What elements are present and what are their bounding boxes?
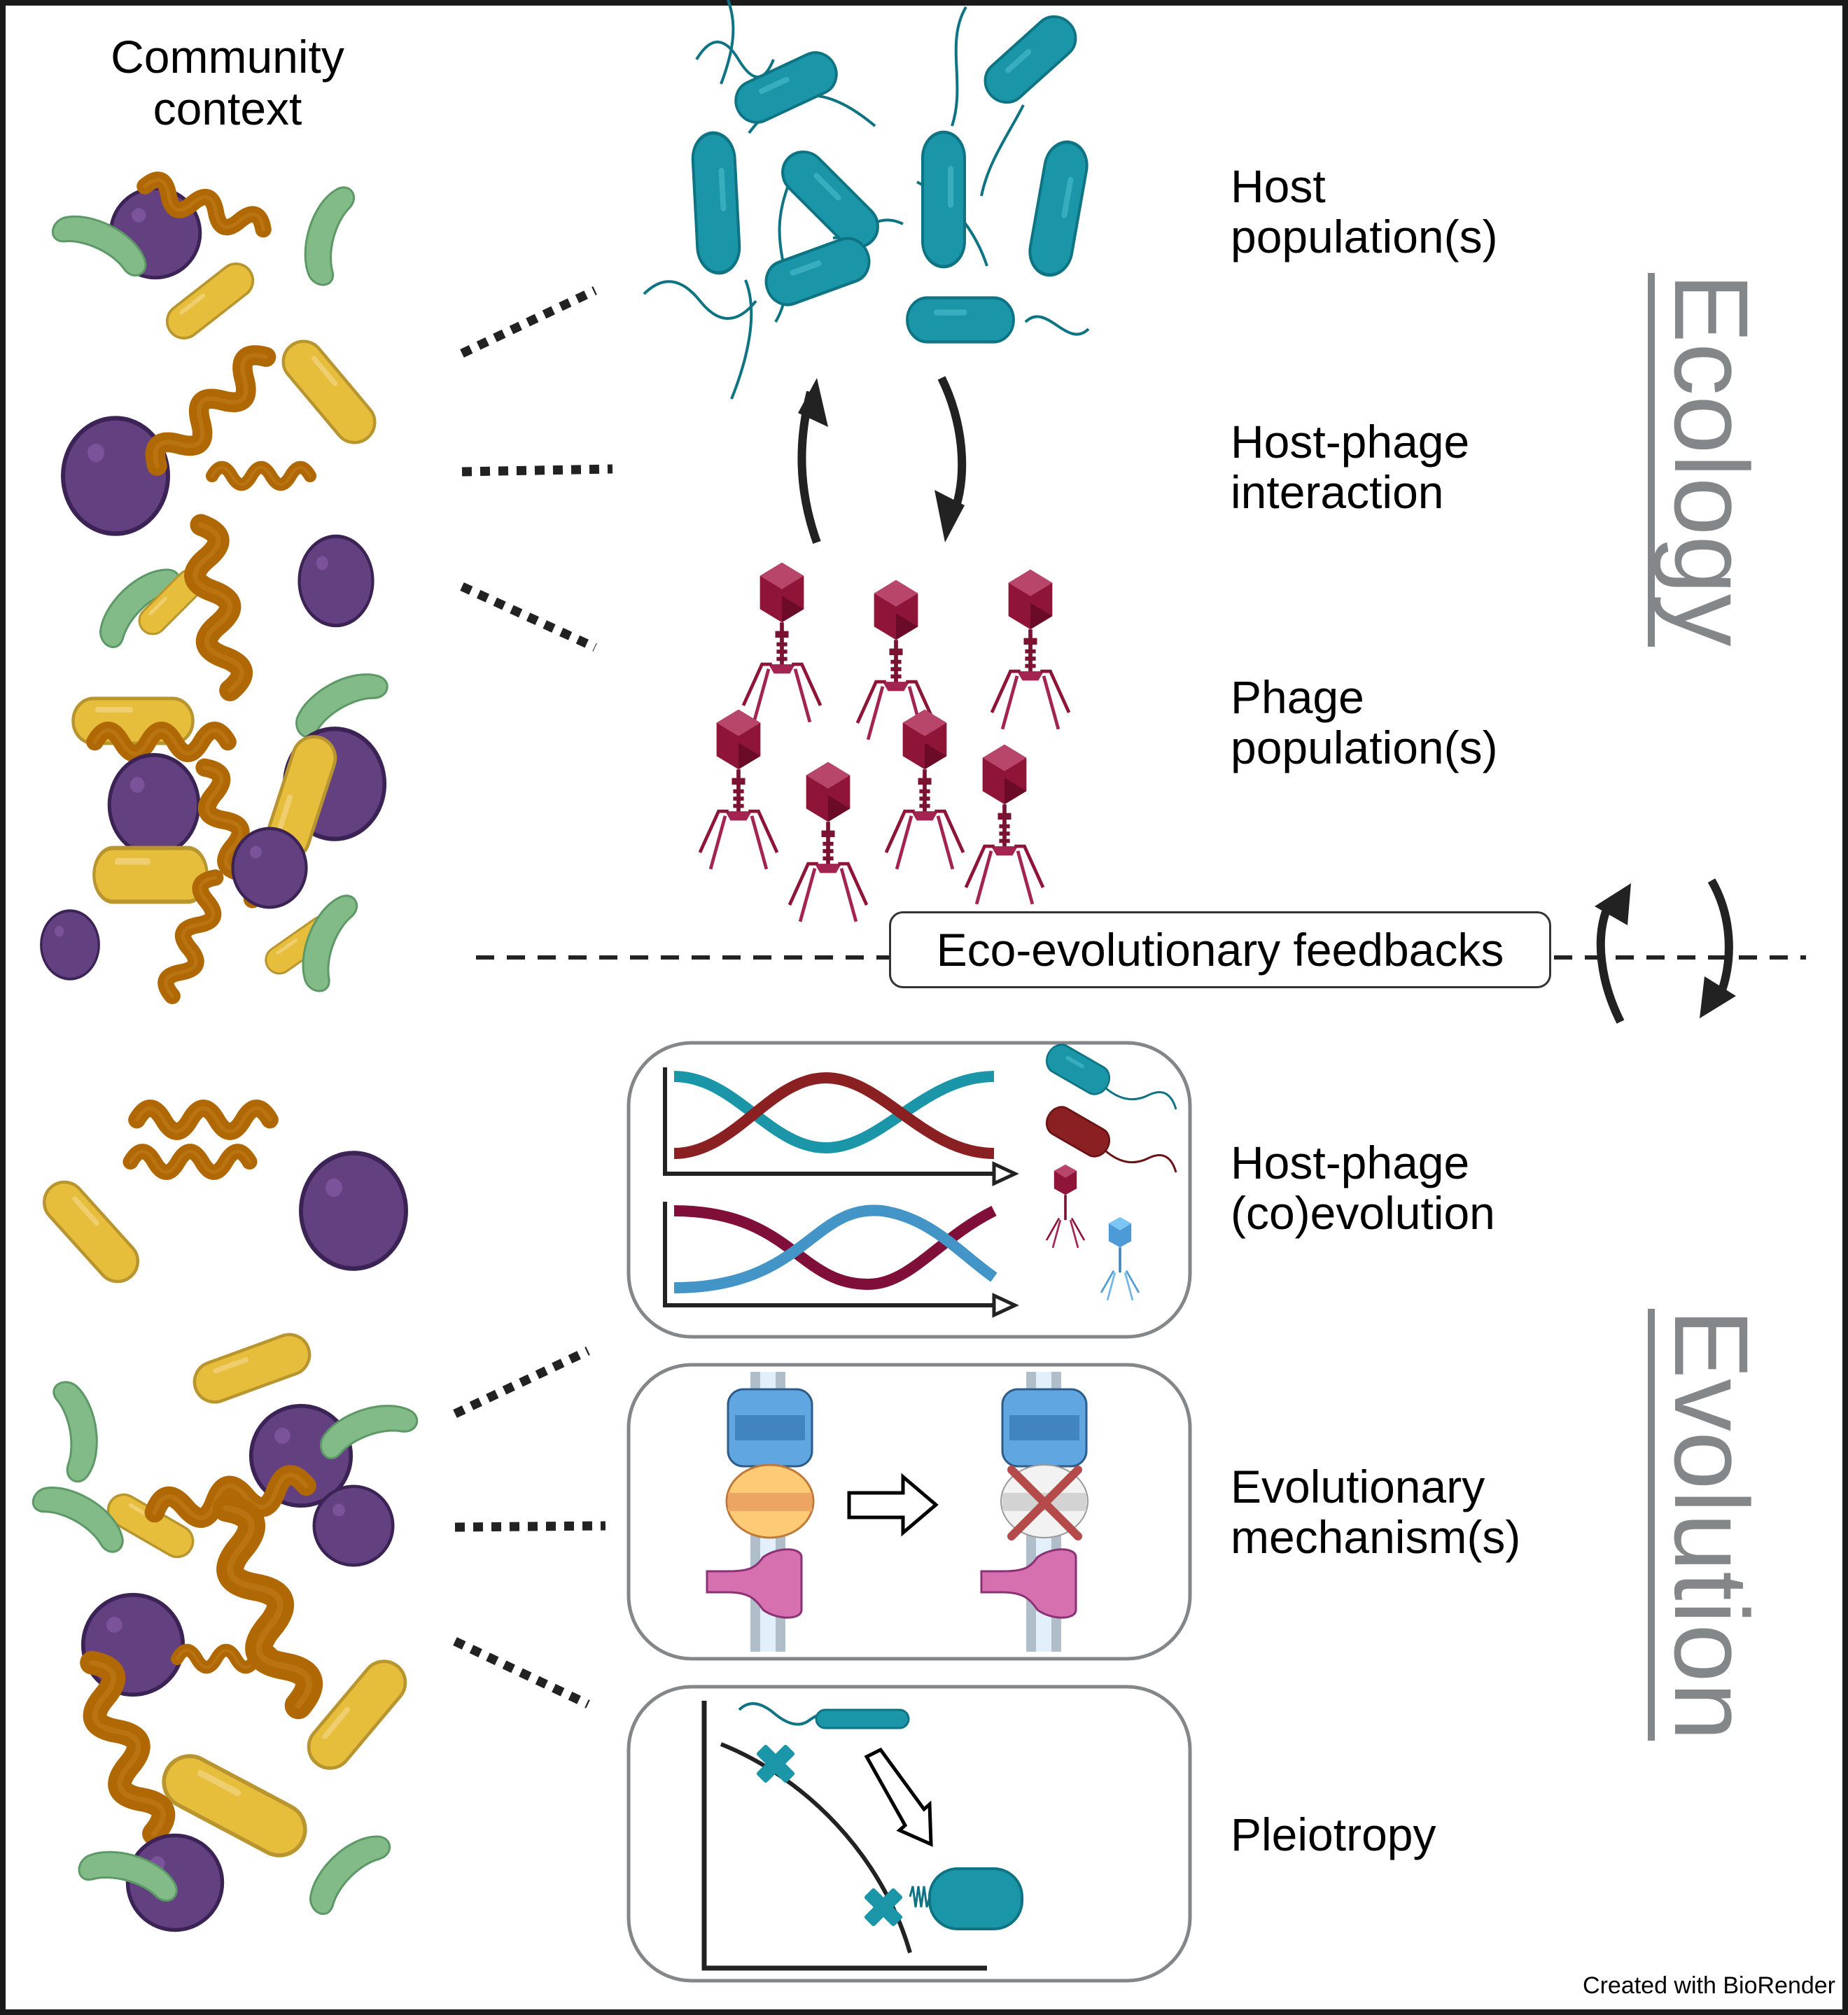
- feedback-arrows-icon: [1595, 878, 1736, 1024]
- eco-evo-feedback-box: Eco-evolutionary feedbacks: [889, 911, 1551, 988]
- host-bacterium-icon: [975, 6, 1086, 113]
- phage-icon: [992, 570, 1069, 729]
- biorender-credit: Created with BioRender: [1583, 1972, 1835, 1999]
- connector-interaction: [461, 464, 613, 477]
- rod-bacterium-icon: [189, 1329, 315, 1408]
- spirochete-icon: [209, 1502, 316, 1712]
- connector-lines: [453, 286, 613, 1708]
- connector-host: [460, 286, 597, 358]
- coccus-bacterium-icon: [109, 755, 199, 855]
- host-population-label: Host population(s): [1231, 160, 1498, 262]
- tradeoff-arrow-icon: [864, 1747, 933, 1847]
- evolution-section-label: Evolution: [1648, 1309, 1770, 1741]
- receptor-blue-icon: [727, 1388, 813, 1468]
- transition-arrow-icon: [847, 1473, 939, 1537]
- vibrio-bacterium-icon: [50, 1377, 106, 1484]
- receptor-orange-icon: [725, 1463, 815, 1539]
- host-population-illustration: [643, 0, 1091, 400]
- connector-phage: [460, 582, 597, 652]
- receptor-blue-icon: [1001, 1388, 1088, 1468]
- host-bacterium-icon: [692, 132, 741, 274]
- host-phage-interaction-label: Host-phage interaction: [1231, 416, 1470, 518]
- vibrio-bacterium-icon: [295, 180, 358, 288]
- host-bacterium-icon: [774, 143, 886, 255]
- ecology-section-label: Ecology: [1648, 273, 1770, 647]
- coccus-bacterium-icon: [83, 1595, 183, 1695]
- spirochete-icon: [137, 1108, 270, 1131]
- community-context-title: Community context: [111, 31, 344, 134]
- host-bacterium-icon: [923, 132, 965, 267]
- pleiotropy-panel: [626, 1685, 1192, 1983]
- receptor-pink-icon: [980, 1548, 1077, 1619]
- receptor-pink-icon: [706, 1548, 803, 1619]
- coccus-bacterium-icon: [63, 419, 168, 534]
- phage-population-illustration: [700, 563, 1069, 922]
- rod-bacterium-icon: [36, 1174, 146, 1290]
- host-bacterium-icon: [727, 44, 845, 131]
- pleiotropy-label: Pleiotropy: [1231, 1809, 1436, 1860]
- eco-evo-feedback-label: Eco-evolutionary feedbacks: [936, 924, 1504, 976]
- coccus-bacterium-icon: [314, 1487, 393, 1566]
- host-bacterium-icon: [907, 298, 1014, 342]
- spirochete-icon: [186, 522, 244, 693]
- connector-coevolution: [453, 1347, 590, 1418]
- rod-bacterium-icon: [94, 848, 207, 902]
- coevolution-panel: [626, 1039, 1192, 1339]
- coccus-bacterium-icon: [300, 536, 373, 626]
- trait-marker-icon: [864, 1888, 903, 1927]
- coccus-bacterium-icon: [39, 909, 101, 981]
- spirochete-icon: [212, 468, 310, 485]
- phage-population-label: Phage population(s): [1231, 671, 1498, 773]
- coccus-bacterium-icon: [301, 1153, 406, 1269]
- phage-icon: [886, 710, 963, 869]
- community-illustration: [28, 176, 421, 1930]
- evolutionary-mechanism-label: Evolutionary mechanism(s): [1231, 1461, 1521, 1563]
- spirochete-icon: [131, 1151, 250, 1172]
- host-bacterium-icon: [1026, 139, 1091, 279]
- host-bacterium-icon: [760, 232, 875, 310]
- nonmotile-host-icon: [928, 1867, 1023, 1930]
- receptor-lost-icon: [1000, 1464, 1088, 1540]
- connector-pleiotropy: [453, 1637, 590, 1708]
- motile-host-icon: [815, 1708, 910, 1729]
- phage-icon: [966, 745, 1043, 904]
- coevolution-label: Host-phage (co)evolution: [1231, 1137, 1495, 1239]
- phage-icon: [790, 762, 867, 922]
- vibrio-bacterium-icon: [296, 1820, 396, 1920]
- phage-icon: [743, 563, 820, 722]
- coccus-bacterium-icon: [233, 829, 307, 908]
- cycle-arrows-icon: [797, 376, 967, 545]
- connector-mechanism: [454, 1521, 606, 1532]
- host-variant-red-icon: [1045, 1106, 1111, 1158]
- mechanism-panel: [626, 1363, 1192, 1661]
- rod-bacterium-icon: [275, 333, 383, 451]
- trait-marker-icon: [756, 1744, 795, 1783]
- phage-icon: [700, 710, 777, 869]
